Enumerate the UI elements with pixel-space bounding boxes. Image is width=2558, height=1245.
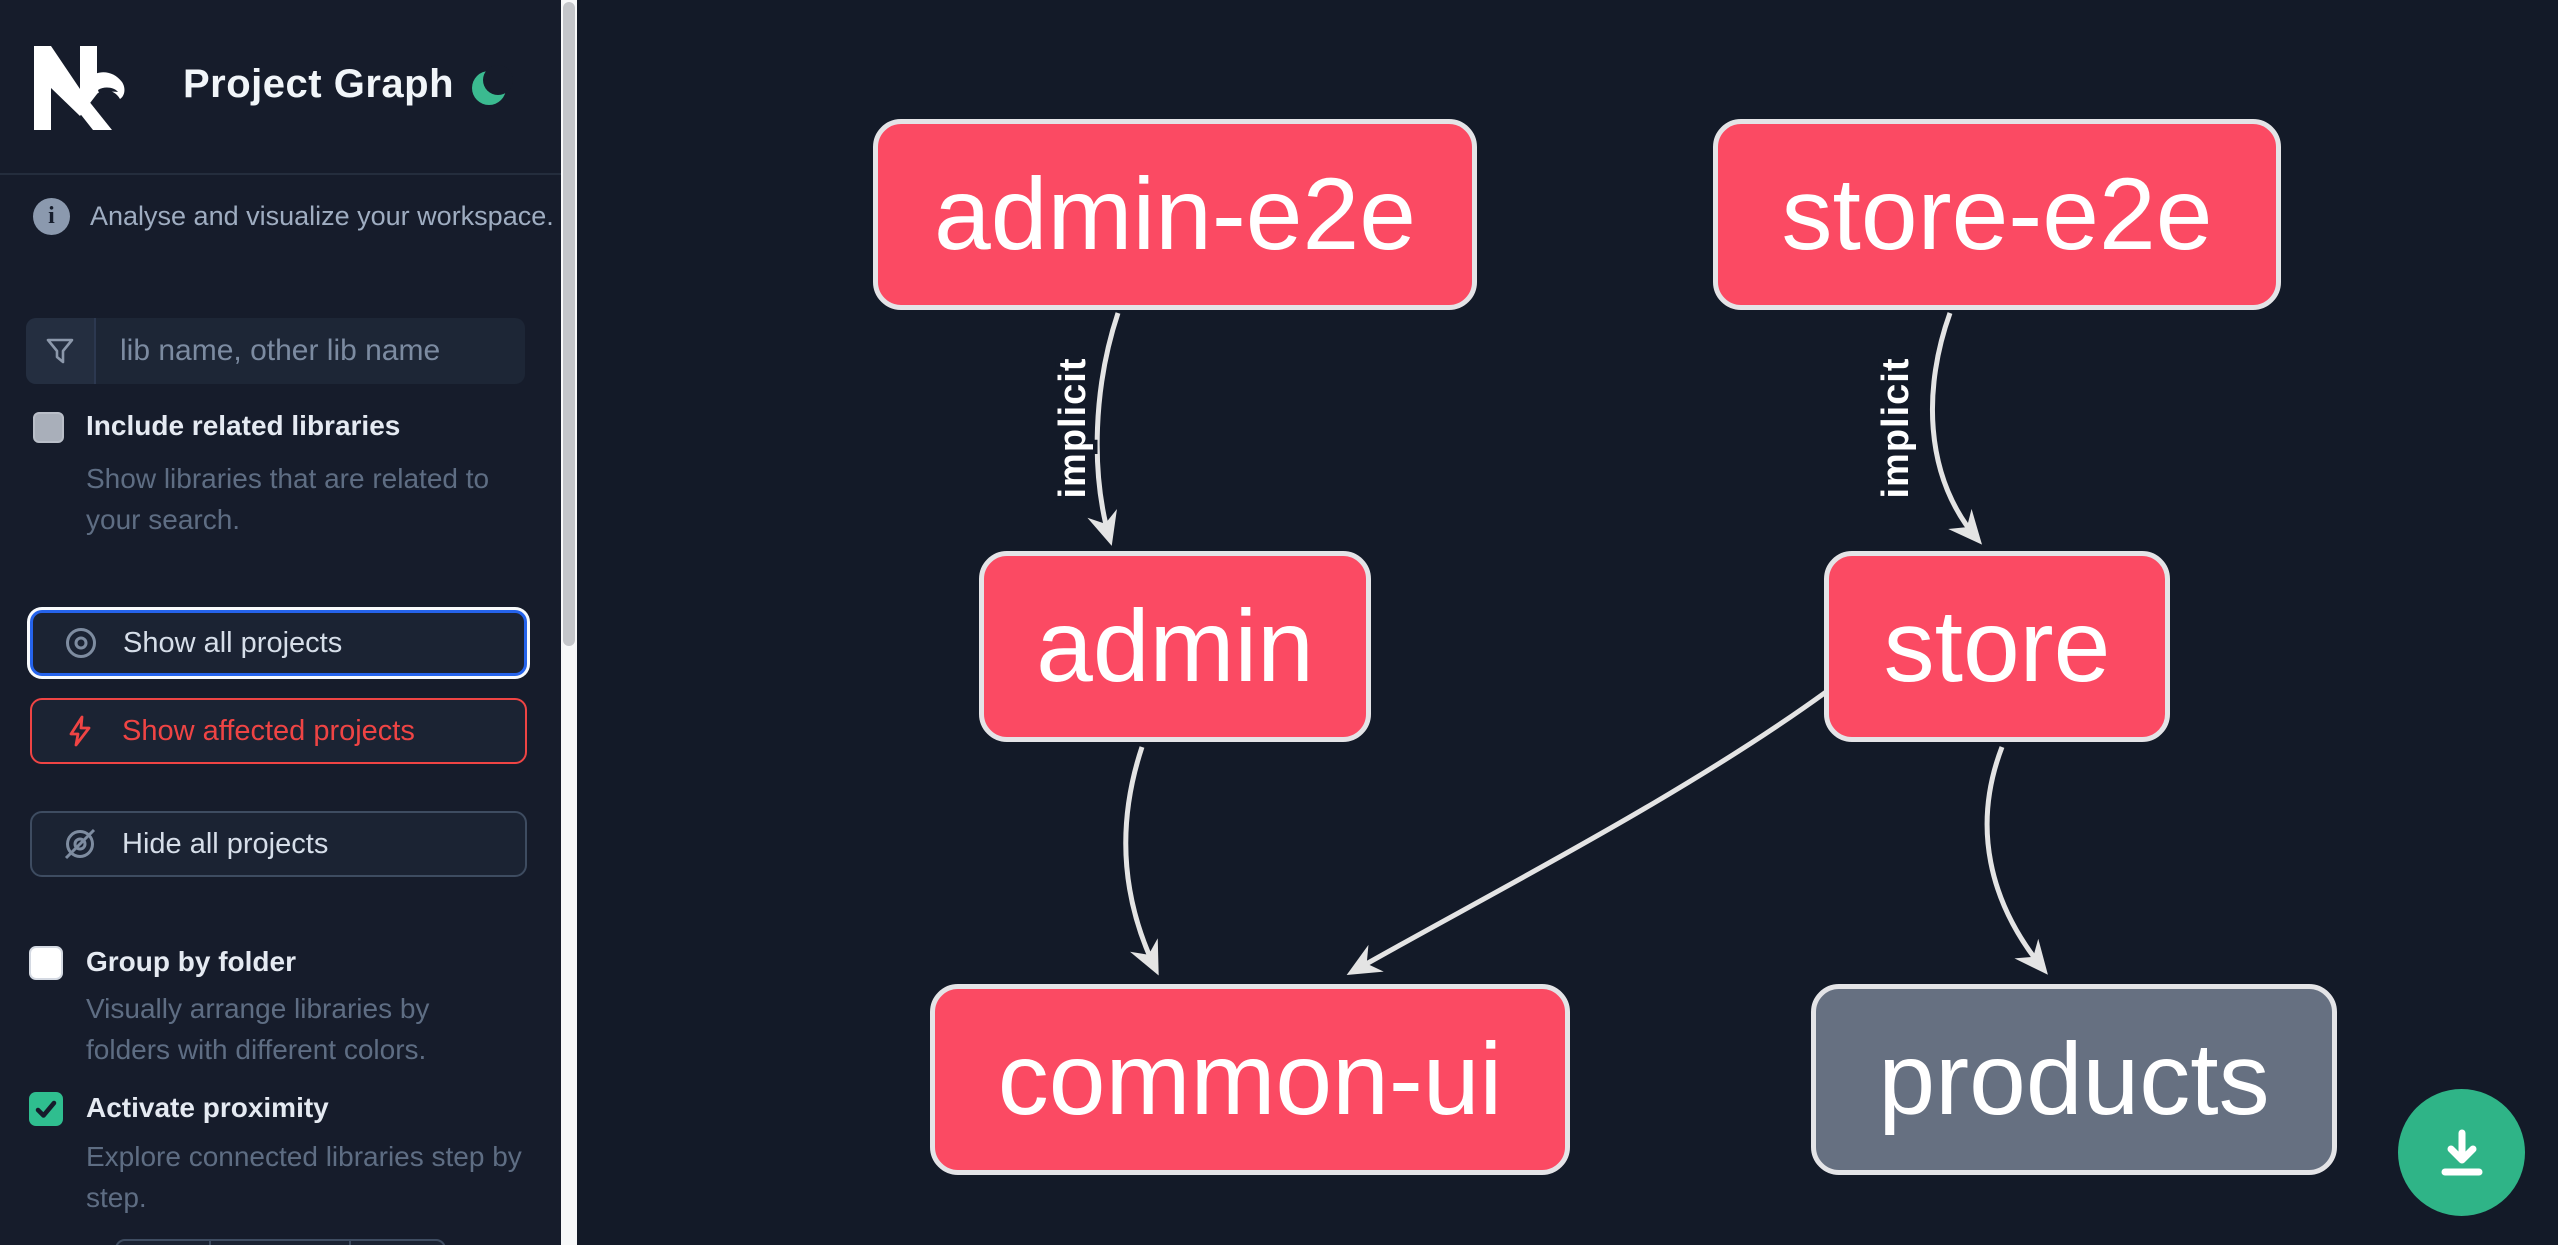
download-image-button[interactable] [2398,1089,2525,1216]
group-by-folder-checkbox[interactable] [29,946,63,980]
project-node-products[interactable]: products [1811,984,2337,1175]
page-title: Project Graph [183,62,455,106]
sidebar-scrollbar-track[interactable] [561,0,577,1245]
eye-off-icon [62,826,98,862]
show-all-projects-button[interactable]: Show all projects [30,610,527,676]
moon-icon [472,65,513,105]
workspace-tagline: i Analyse and visualize your workspace. [33,198,554,235]
show-all-projects-label: Show all projects [123,626,343,659]
checkmark-icon [35,1100,57,1118]
project-node-admin-e2e[interactable]: admin-e2e [873,119,1477,310]
info-icon: i [33,198,70,235]
sidebar: Project Graph i Analyse and visualize yo… [0,0,561,1245]
sidebar-scrollbar-thumb[interactable] [563,2,575,646]
funnel-icon [26,318,96,384]
nx-logo [34,46,125,130]
show-affected-projects-button[interactable]: Show affected projects [30,698,527,764]
include-related-checkbox[interactable] [33,412,64,443]
project-node-store[interactable]: store [1824,551,2170,742]
sidebar-header: Project Graph [0,0,561,175]
group-by-folder-label: Group by folder [86,946,296,977]
dark-mode-toggle[interactable] [468,64,514,110]
activate-proximity-description: Explore connected libraries step by step… [86,1141,522,1213]
include-related-description: Show libraries that are related to your … [86,463,490,535]
proximity-stepper-partial[interactable] [115,1239,446,1245]
activate-proximity-label: Activate proximity [86,1092,329,1123]
hide-all-projects-button[interactable]: Hide all projects [30,811,527,877]
eye-icon [63,625,99,661]
show-affected-projects-label: Show affected projects [122,714,415,747]
search-input[interactable] [96,318,525,384]
filter-search-box [26,318,525,384]
include-related-label: Include related libraries [86,410,401,441]
hide-all-projects-label: Hide all projects [122,827,329,860]
download-icon [2441,1129,2482,1175]
bolt-icon [62,713,98,749]
project-node-admin[interactable]: admin [979,551,1371,742]
activate-proximity-checkbox[interactable] [29,1092,63,1126]
project-node-common-ui[interactable]: common-ui [930,984,1570,1175]
group-by-folder-description: Visually arrange libraries by folders wi… [86,993,430,1065]
project-node-store-e2e[interactable]: store-e2e [1713,119,2281,310]
stepper-decrement[interactable] [117,1241,211,1245]
stepper-value [211,1241,351,1245]
